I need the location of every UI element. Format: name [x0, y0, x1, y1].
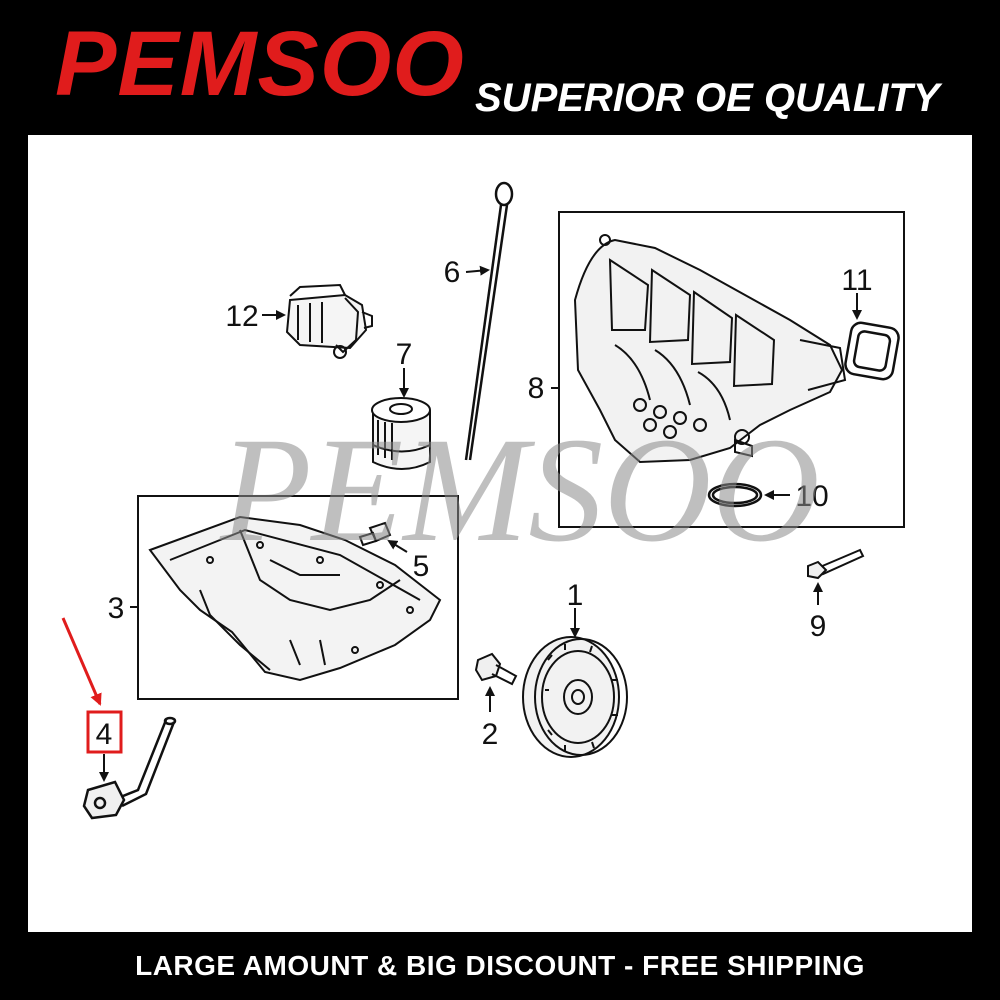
part-8-intake-manifold: [573, 234, 847, 464]
callout-12: 12: [225, 300, 258, 333]
footer-banner: LARGE AMOUNT & BIG DISCOUNT - FREE SHIPP…: [0, 932, 1000, 1000]
part-6-dipstick: [464, 181, 514, 461]
part-4-highlight-arrow: [61, 617, 102, 706]
watermark: PEMSOO: [219, 407, 820, 573]
part-9-bolt: [807, 548, 865, 580]
diagram-panel: [28, 135, 972, 932]
callout-4: 4: [96, 718, 113, 751]
part-5-drain-plug: [358, 521, 392, 547]
callout-8: 8: [528, 372, 545, 405]
part-4-highlight-box: [86, 710, 123, 754]
callout-9: 9: [810, 610, 827, 643]
part-12-sensor: [285, 283, 373, 359]
callout-11: 11: [841, 264, 872, 297]
callout-1: 1: [567, 579, 584, 612]
part-1-crank-pulley: [522, 636, 628, 758]
part-10-o-ring: [707, 482, 763, 508]
part-7-oil-filter: [371, 397, 431, 470]
brand-logo: PEMSOO: [55, 13, 465, 115]
part-11-gasket: [844, 321, 900, 381]
part-3-oil-pan: [148, 515, 442, 682]
brand-tagline: SUPERIOR OE QUALITY: [475, 76, 940, 120]
callout-6: 6: [444, 256, 461, 289]
part-8-box: [558, 211, 905, 528]
part-4-oil-pickup-tube: [82, 716, 177, 820]
callout-3: 3: [108, 592, 125, 625]
callout-5: 5: [413, 550, 430, 583]
footer-text: LARGE AMOUNT & BIG DISCOUNT - FREE SHIPP…: [135, 950, 865, 981]
callout-2: 2: [482, 718, 499, 751]
callout-7: 7: [396, 338, 413, 371]
part-2-crank-bolt: [474, 652, 518, 686]
callout-10: 10: [795, 480, 828, 513]
part-3-box: [137, 495, 459, 700]
